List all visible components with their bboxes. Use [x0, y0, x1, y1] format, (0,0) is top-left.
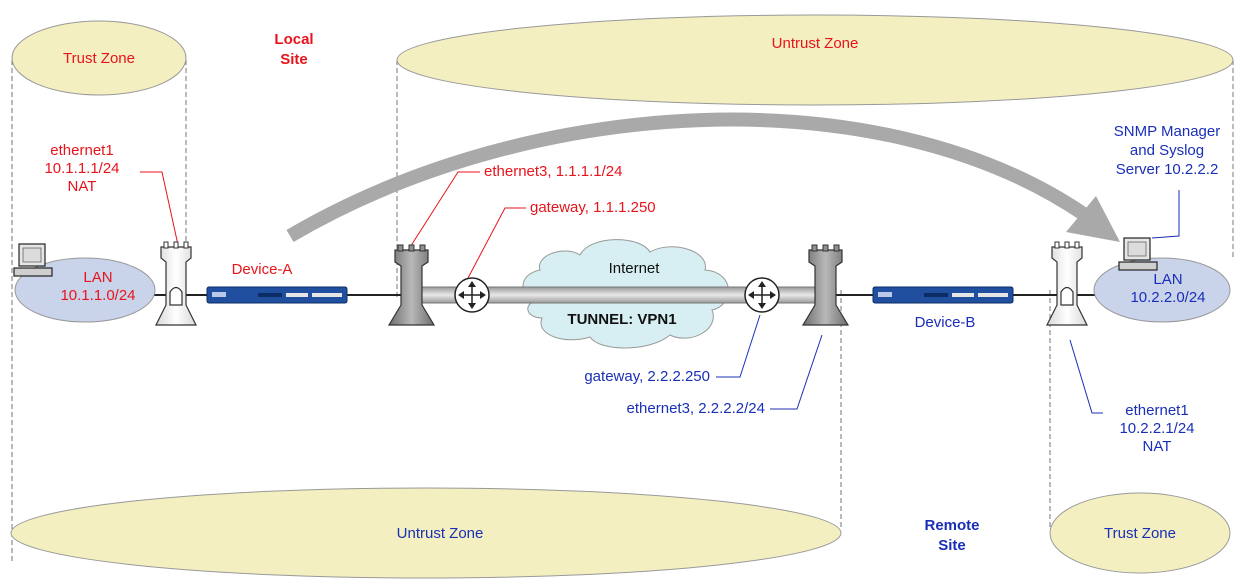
svg-text:Site: Site [280, 51, 308, 68]
remote-gateway-label: gateway, 2.2.2.250 [584, 314, 761, 385]
computer-icon [1118, 237, 1158, 271]
trust-zone-local-label: Trust Zone [63, 50, 135, 67]
local-router-icon [454, 277, 490, 313]
svg-text:ethernet1: ethernet1 [1125, 402, 1188, 419]
remote-ethernet3-label: ethernet3, 2.2.2.2/24 [627, 334, 823, 417]
trust-zone-local: Trust Zone [11, 20, 187, 562]
local-lan: LAN 10.1.1.0/24 [13, 243, 156, 323]
device-a-label: Device-A [232, 261, 293, 278]
traffic-arrow [286, 112, 1120, 243]
remote-untrust-firewall-icon [801, 244, 850, 326]
device-a: Device-A [206, 261, 348, 304]
svg-text:gateway, 1.1.1.250: gateway, 1.1.1.250 [530, 199, 656, 216]
svg-text:Server 10.2.2.2: Server 10.2.2.2 [1116, 161, 1219, 178]
remote-lan: LAN 10.2.2.0/24 [1093, 237, 1231, 323]
svg-text:Site: Site [938, 537, 966, 554]
vpn-tunnel-pipe: TUNNEL: VPN1 [400, 286, 835, 328]
remote-trust-firewall-icon [1046, 241, 1088, 326]
remote-router-icon [744, 277, 780, 313]
local-site-label: Local Site [274, 31, 313, 68]
untrust-zone-top: Untrust Zone [396, 14, 1234, 300]
svg-text:ethernet3, 1.1.1.1/24: ethernet3, 1.1.1.1/24 [484, 163, 622, 180]
remote-lan-label: LAN [1153, 271, 1182, 288]
trust-zone-remote-label: Trust Zone [1104, 525, 1176, 542]
trust-zone-remote: Trust Zone [1049, 290, 1231, 574]
local-ethernet3-label: ethernet3, 1.1.1.1/24 [406, 163, 622, 253]
svg-text:NAT: NAT [68, 178, 97, 195]
remote-lan-subnet: 10.2.2.0/24 [1130, 289, 1205, 306]
svg-text:SNMP Manager: SNMP Manager [1114, 123, 1220, 140]
svg-text:NAT: NAT [1143, 438, 1172, 455]
svg-text:10.2.2.1/24: 10.2.2.1/24 [1119, 420, 1194, 437]
svg-text:10.1.1.1/24: 10.1.1.1/24 [44, 160, 119, 177]
local-lan-subnet: 10.1.1.0/24 [60, 287, 135, 304]
svg-text:ethernet3, 2.2.2.2/24: ethernet3, 2.2.2.2/24 [627, 400, 765, 417]
local-ethernet1-label: ethernet1 10.1.1.1/24 NAT [44, 142, 179, 246]
untrust-zone-bottom-label: Untrust Zone [397, 525, 484, 542]
local-gateway-label: gateway, 1.1.1.250 [467, 199, 656, 279]
remote-ethernet1-label: ethernet1 10.2.2.1/24 NAT [1069, 339, 1195, 455]
local-trust-firewall-icon [155, 241, 197, 326]
svg-text:gateway, 2.2.2.250: gateway, 2.2.2.250 [584, 368, 710, 385]
local-lan-label: LAN [83, 269, 112, 286]
internet-label: Internet [609, 260, 661, 277]
svg-text:Local: Local [274, 31, 313, 48]
device-b-label: Device-B [915, 314, 976, 331]
remote-site-label: Remote Site [924, 517, 979, 554]
untrust-zone-top-label: Untrust Zone [772, 35, 859, 52]
untrust-zone-bottom: Untrust Zone [10, 290, 842, 579]
svg-text:ethernet1: ethernet1 [50, 142, 113, 159]
computer-icon [13, 243, 53, 277]
snmp-server-label: SNMP Manager and Syslog Server 10.2.2.2 [1114, 123, 1220, 239]
svg-text:Remote: Remote [924, 517, 979, 534]
svg-text:and Syslog: and Syslog [1130, 142, 1204, 159]
local-untrust-firewall-icon [387, 244, 436, 326]
device-b: Device-B [872, 286, 1014, 331]
tunnel-label: TUNNEL: VPN1 [567, 311, 676, 328]
